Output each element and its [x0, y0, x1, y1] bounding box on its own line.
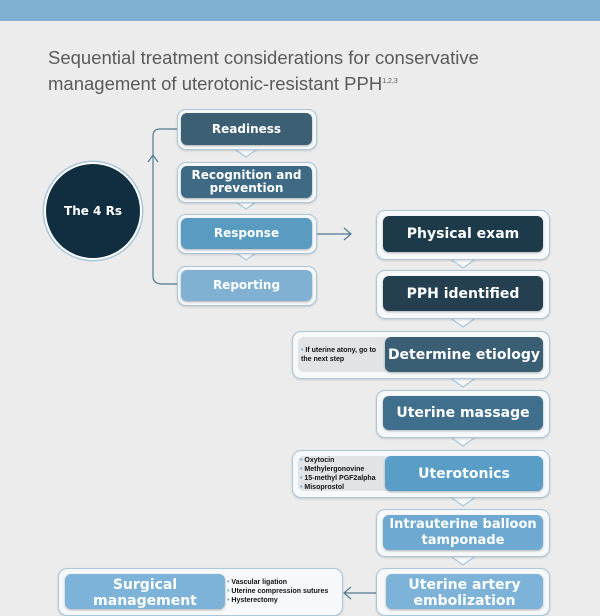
- response-arrow-icon: [315, 227, 352, 241]
- uterine-massage: Uterine massage: [383, 396, 543, 430]
- four-rs-circle: The 4 Rs: [44, 162, 142, 260]
- top-bar: [0, 0, 600, 21]
- step-recognition: Recognition and prevention: [181, 166, 312, 198]
- balloon-tamponade: Intrauterine balloon tamponade: [383, 515, 543, 550]
- cycle-line: [152, 128, 180, 285]
- determine-etiology: Determine etiology: [385, 337, 543, 372]
- up-arrow-icon: [147, 153, 159, 163]
- left-arrow-icon: [343, 586, 376, 600]
- uterotonics-list: OxytocinMethylergonovine15-methyl PGF2al…: [300, 456, 375, 492]
- surgical-list: Vascular ligationUterine compression sut…: [227, 578, 328, 605]
- pph-identified: PPH identified: [383, 276, 543, 311]
- uterotonics: Uterotonics: [385, 456, 543, 491]
- page-title: Sequential treatment considerations for …: [48, 47, 479, 95]
- physical-exam: Physical exam: [383, 216, 543, 252]
- surgical-management: Surgical management: [65, 574, 225, 609]
- step-response: Response: [181, 218, 312, 249]
- step-readiness: Readiness: [181, 113, 312, 145]
- etiology-note: If uterine atony, go to the next step: [301, 346, 381, 364]
- step-reporting: Reporting: [181, 270, 312, 301]
- uterine-artery-embolization: Uterine artery embolization: [386, 574, 543, 609]
